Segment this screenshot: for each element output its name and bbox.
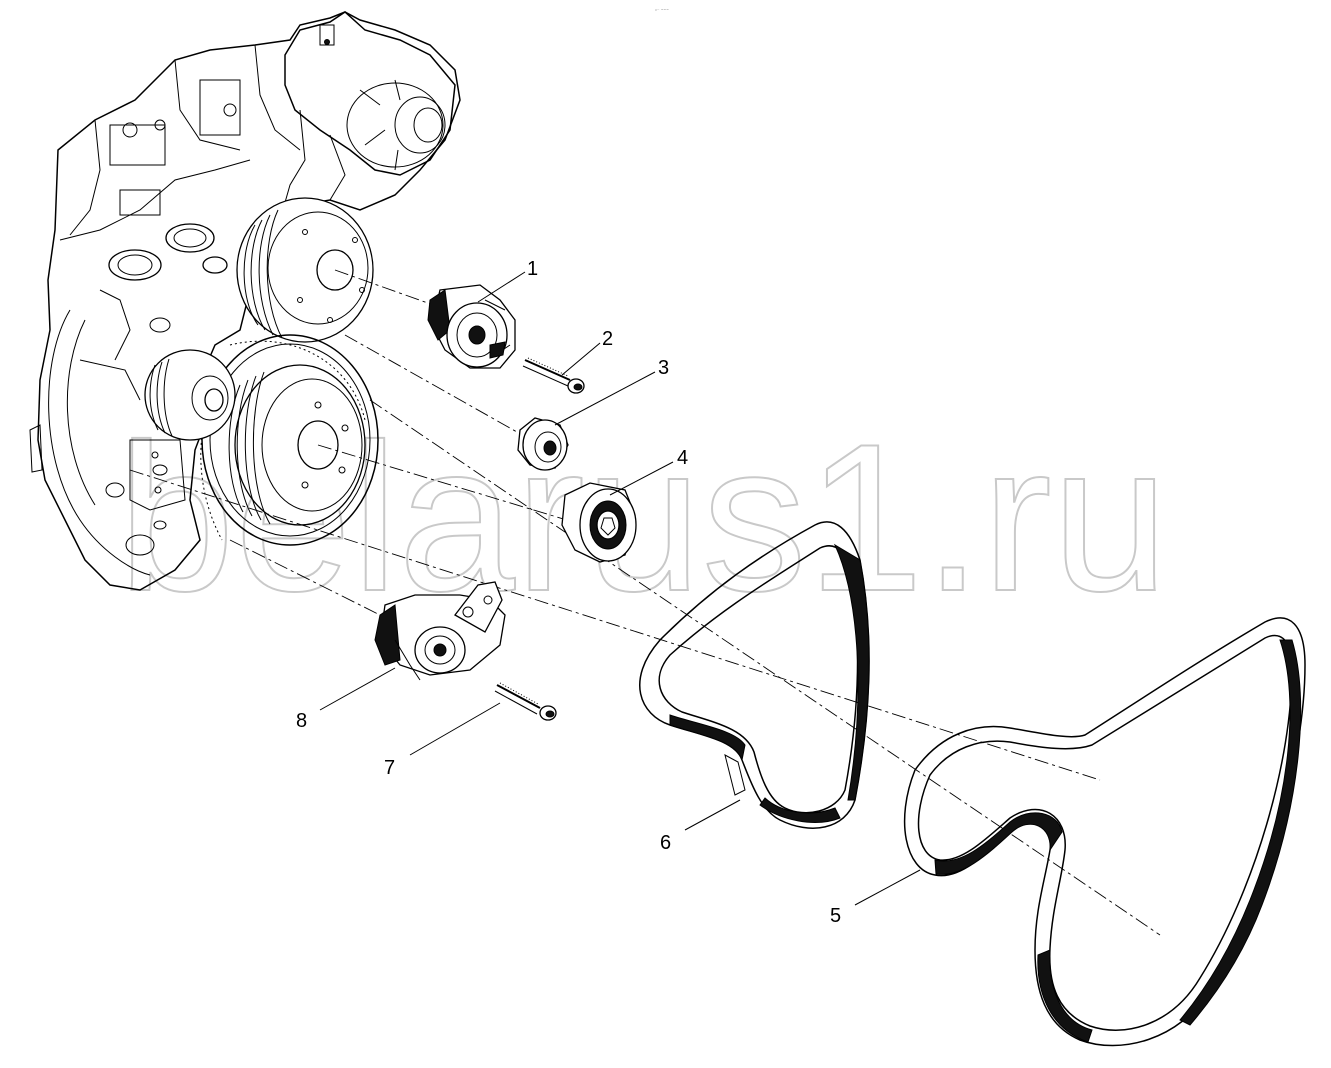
idler-pulley-small — [517, 417, 569, 471]
belt-small — [639, 521, 870, 829]
leader-2 — [561, 342, 601, 376]
tensioner-upper — [427, 284, 516, 369]
leader-7 — [409, 702, 501, 756]
leader-1 — [477, 271, 526, 303]
bolt-lower — [494, 682, 557, 721]
idler-pulley-large — [561, 482, 637, 563]
belt-large — [903, 617, 1306, 1047]
header-mark: ᵒ⁻ ⁼⁼⁼ — [655, 8, 669, 14]
leader-4 — [609, 461, 674, 496]
leader-6 — [684, 799, 741, 831]
callout-4: 4 — [677, 447, 688, 469]
bolt-upper — [522, 357, 585, 394]
leader-lines — [319, 271, 921, 906]
callout-1: 1 — [527, 258, 538, 280]
callout-8: 8 — [296, 710, 307, 732]
callout-2: 2 — [602, 328, 613, 350]
callout-3: 3 — [658, 357, 669, 379]
tensioner-lower — [374, 581, 506, 681]
callout-6: 6 — [660, 832, 671, 854]
leader-8 — [319, 667, 396, 711]
leader-5 — [854, 869, 921, 906]
callout-labels: 1 2 3 4 5 6 7 8 — [296, 258, 841, 927]
engine-block — [29, 11, 461, 591]
leader-3 — [554, 371, 656, 426]
callout-7: 7 — [384, 757, 395, 779]
callout-5: 5 — [830, 905, 841, 927]
